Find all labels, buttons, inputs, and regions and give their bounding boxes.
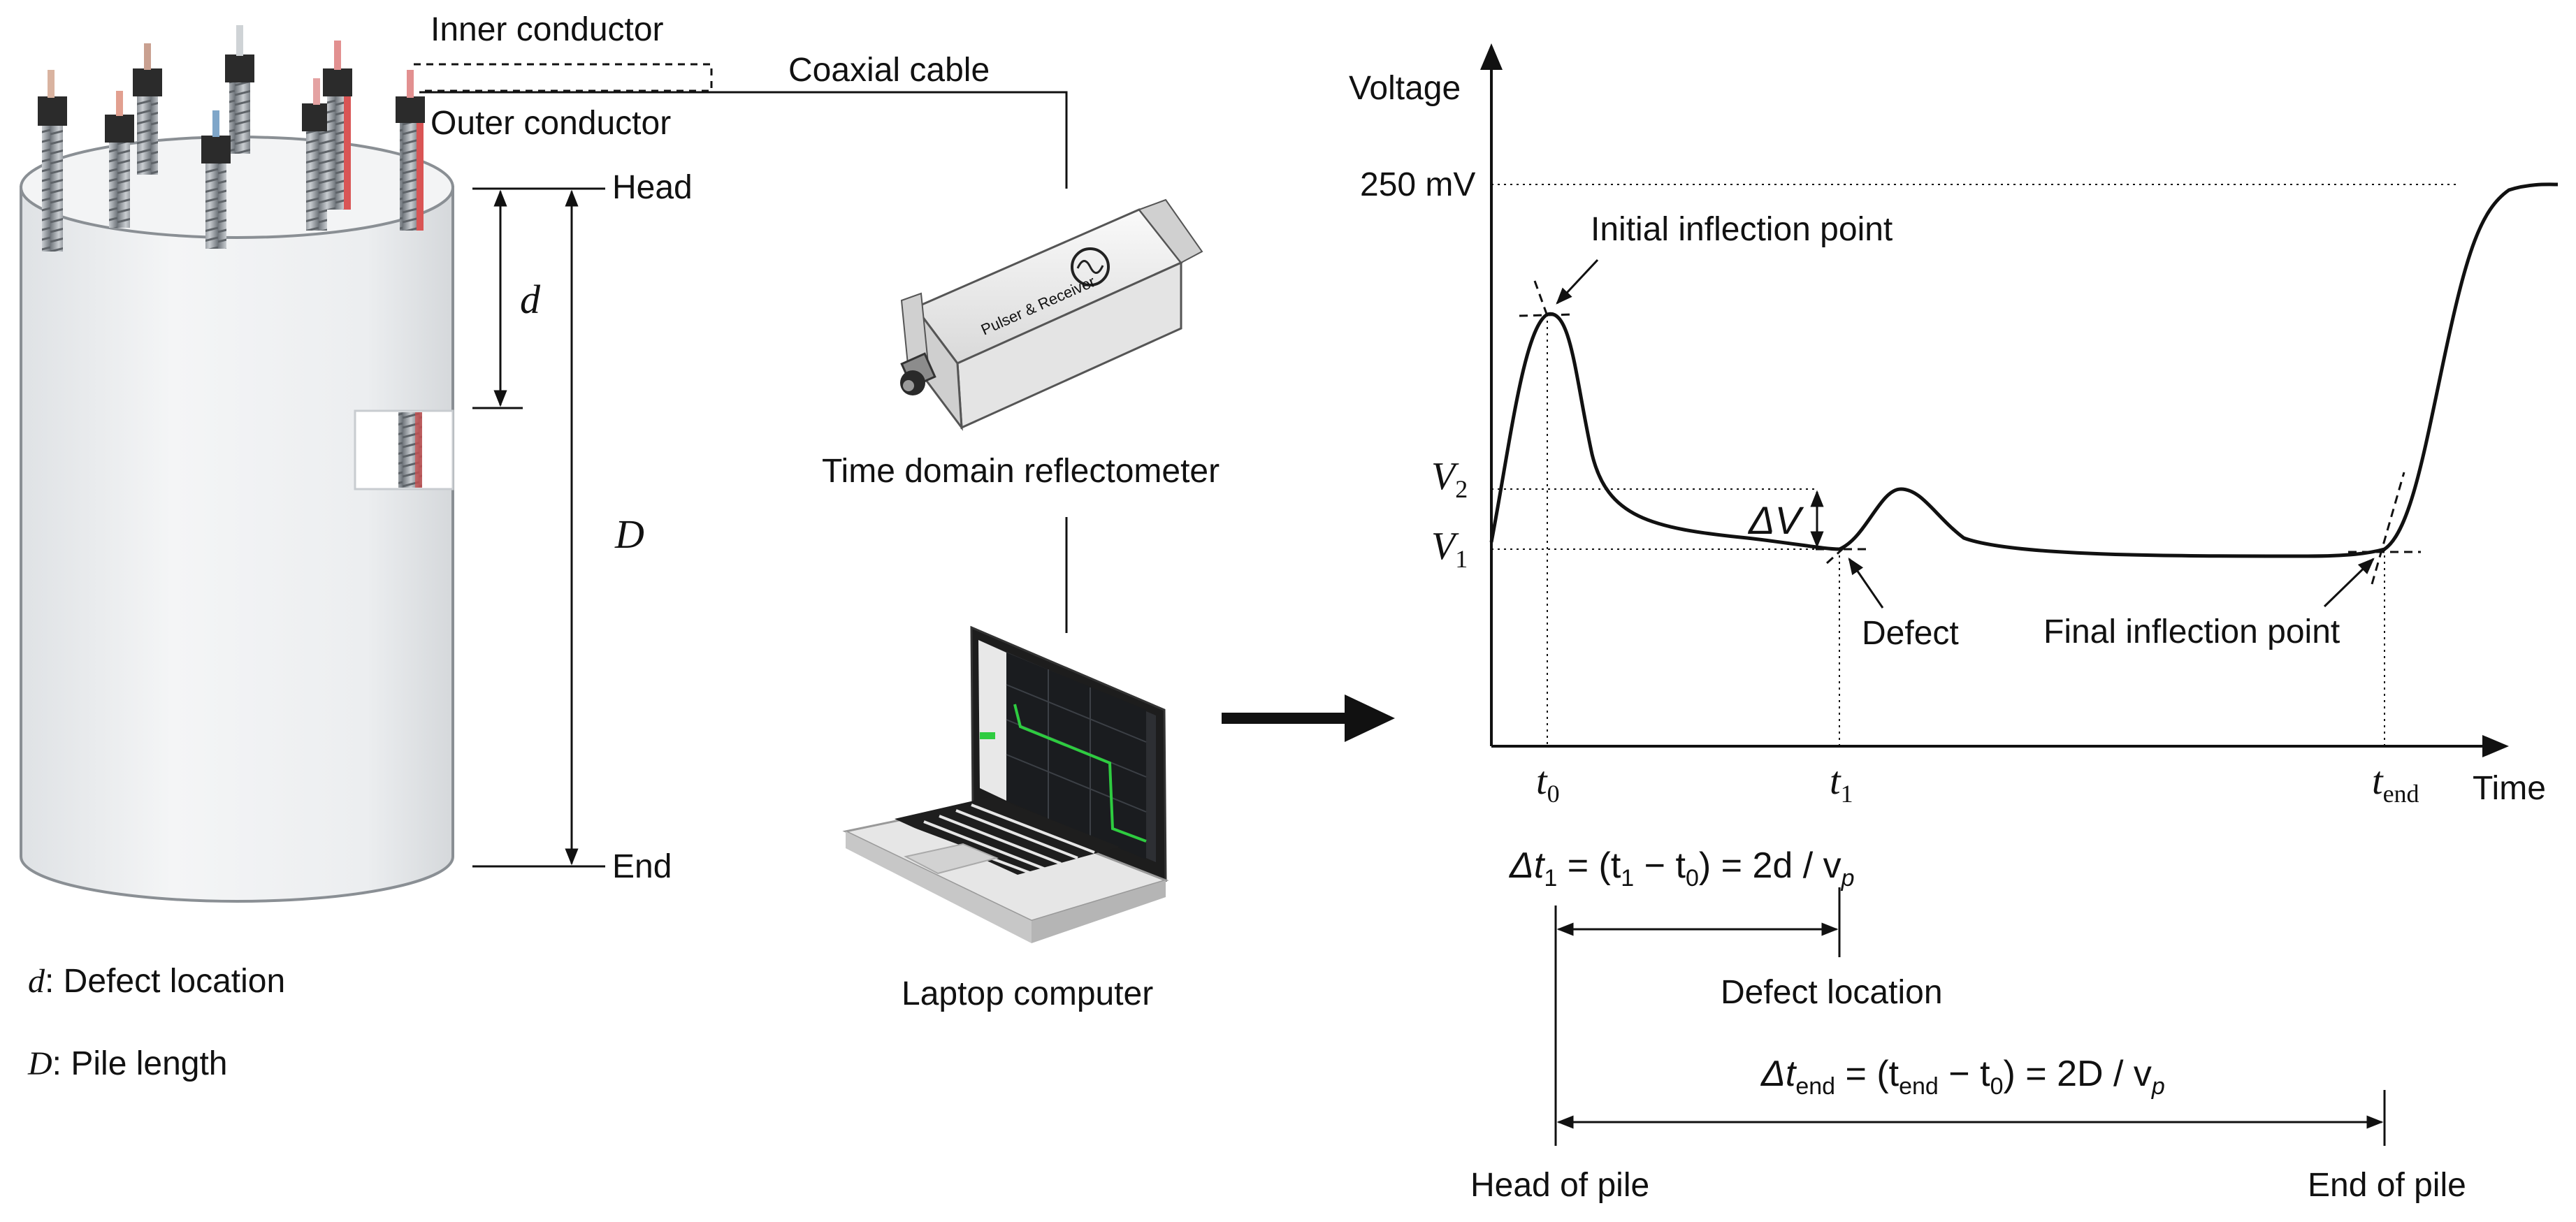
laptop-label: Laptop computer bbox=[902, 975, 1153, 1012]
tdr-label: Time domain reflectometer bbox=[822, 453, 1220, 490]
pile-dimension-lines bbox=[472, 187, 605, 868]
delta-v-label: ΔV bbox=[1747, 498, 1804, 542]
svg-text:d: Defect location: d: Defect location bbox=[28, 963, 285, 1000]
y-axis-label: Voltage bbox=[1349, 70, 1461, 107]
final-inflection-pointer bbox=[2323, 558, 2375, 608]
defect-location-label: Defect location bbox=[1721, 974, 1943, 1011]
sine-wave-icon bbox=[1071, 247, 1110, 286]
concrete-pile bbox=[20, 136, 454, 903]
svg-text:D: Pile length: D: Pile length bbox=[27, 1045, 228, 1082]
rebar-sensor bbox=[201, 110, 231, 249]
initial-inflection-label: Initial inflection point bbox=[1591, 211, 1893, 248]
d-symbol: d bbox=[520, 277, 541, 322]
rebar-sensor bbox=[323, 41, 352, 210]
rebar-sensor bbox=[38, 70, 67, 252]
inner-conductor-label: Inner conductor bbox=[430, 11, 664, 48]
symbol-legend: d: Defect location D: Pile length bbox=[27, 963, 285, 1082]
distance-annotations bbox=[1554, 887, 2386, 1146]
tdr-device: Pulser & Receiver bbox=[900, 198, 1203, 431]
end-of-pile-label: End of pile bbox=[2308, 1167, 2466, 1204]
coaxial-cable-label: Coaxial cable bbox=[788, 52, 990, 89]
laptop-keyboard bbox=[895, 797, 1120, 875]
rebar-sensor bbox=[105, 91, 134, 228]
rebar-sensor bbox=[133, 43, 162, 175]
D-symbol: D bbox=[614, 511, 644, 557]
rebar-sensor bbox=[396, 70, 425, 231]
rebar-sensor bbox=[302, 78, 331, 231]
flow-arrow bbox=[1222, 694, 1395, 742]
rebar-sensor bbox=[225, 25, 254, 154]
equation-delta-tend: Δtend = (tend − t0) = 2D / vp bbox=[1760, 1054, 2165, 1100]
voltage-waveform bbox=[1489, 182, 2559, 558]
t0-tick-label: t0 bbox=[1536, 759, 1560, 808]
screen-waveform bbox=[1013, 704, 1147, 843]
head-of-pile-label: Head of pile bbox=[1470, 1167, 1649, 1204]
laptop-computer bbox=[842, 625, 1169, 943]
coaxial-cable-lines bbox=[414, 63, 1068, 633]
equation-delta-t1: Δt1 = (t1 − t0) = 2d / vp bbox=[1508, 845, 1855, 892]
v2-label: V2 bbox=[1431, 455, 1468, 503]
t1-tick-label: t1 bbox=[1830, 759, 1853, 808]
laptop-touchpad bbox=[904, 843, 999, 875]
outer-conductor-label: Outer conductor bbox=[430, 105, 671, 142]
initial-inflection-pointer bbox=[1556, 259, 1599, 305]
final-inflection-label: Final inflection point bbox=[2043, 613, 2340, 650]
v1-label: V1 bbox=[1431, 525, 1468, 573]
tend-tick-label: tend bbox=[2372, 759, 2419, 808]
sensor-rebars bbox=[38, 25, 425, 252]
tdr-graph bbox=[1480, 43, 2559, 757]
defect-pointer bbox=[1848, 558, 1884, 609]
end-label: End bbox=[612, 848, 672, 885]
defect-label: Defect bbox=[1862, 615, 1959, 652]
voltage-250-label: 250 mV bbox=[1360, 166, 1475, 203]
bnc-connector-icon bbox=[900, 352, 936, 395]
x-axis-label: Time bbox=[2473, 770, 2546, 807]
head-label: Head bbox=[612, 169, 693, 206]
